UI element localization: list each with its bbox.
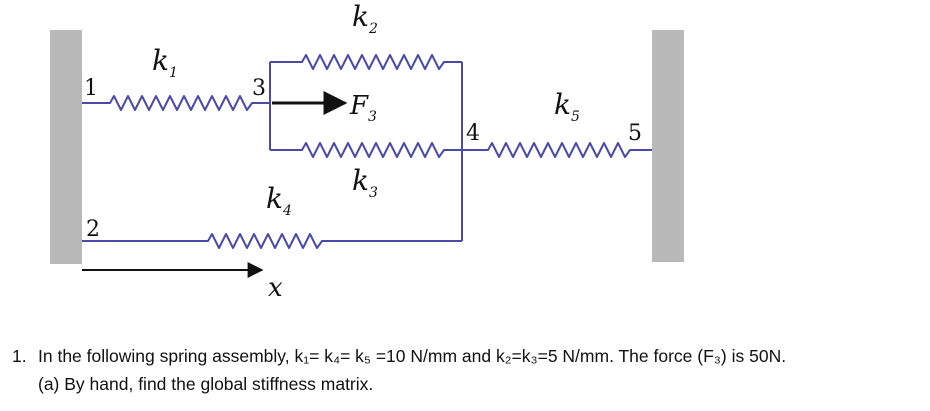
label-k4: k4 bbox=[266, 182, 292, 219]
label-k2: k2 bbox=[352, 0, 378, 37]
left-wall bbox=[50, 30, 82, 264]
right-wall bbox=[652, 30, 684, 262]
problem-line-1: 1. In the following spring assembly, k₁= … bbox=[12, 342, 922, 370]
question-part-a: (a) By hand, find the global stiffness m… bbox=[38, 374, 374, 394]
question-text: In the following spring assembly, k₁= k₄… bbox=[38, 346, 787, 366]
node-label-2: 2 bbox=[86, 217, 100, 242]
axis-label-x: x bbox=[268, 273, 283, 300]
problem-statement: 1. In the following spring assembly, k₁= … bbox=[12, 342, 922, 398]
label-k5: k5 bbox=[554, 88, 580, 125]
label-k3: k3 bbox=[352, 164, 378, 201]
spring-assembly-diagram: k1 k2 k3 k4 k5 F3 1 2 3 4 5 x bbox=[50, 0, 684, 300]
spring-k3 bbox=[270, 142, 462, 158]
node-label-3: 3 bbox=[252, 76, 266, 101]
node-label-4: 4 bbox=[466, 121, 480, 146]
label-F3: F3 bbox=[349, 91, 377, 125]
spring-k5 bbox=[462, 142, 652, 158]
question-number: 1. bbox=[12, 346, 27, 366]
spring-k4 bbox=[82, 233, 462, 249]
label-k1: k1 bbox=[152, 44, 178, 81]
node-label-5: 5 bbox=[628, 121, 642, 146]
node-label-1: 1 bbox=[84, 76, 98, 101]
spring-k2 bbox=[270, 54, 462, 70]
spring-k1 bbox=[82, 95, 270, 111]
